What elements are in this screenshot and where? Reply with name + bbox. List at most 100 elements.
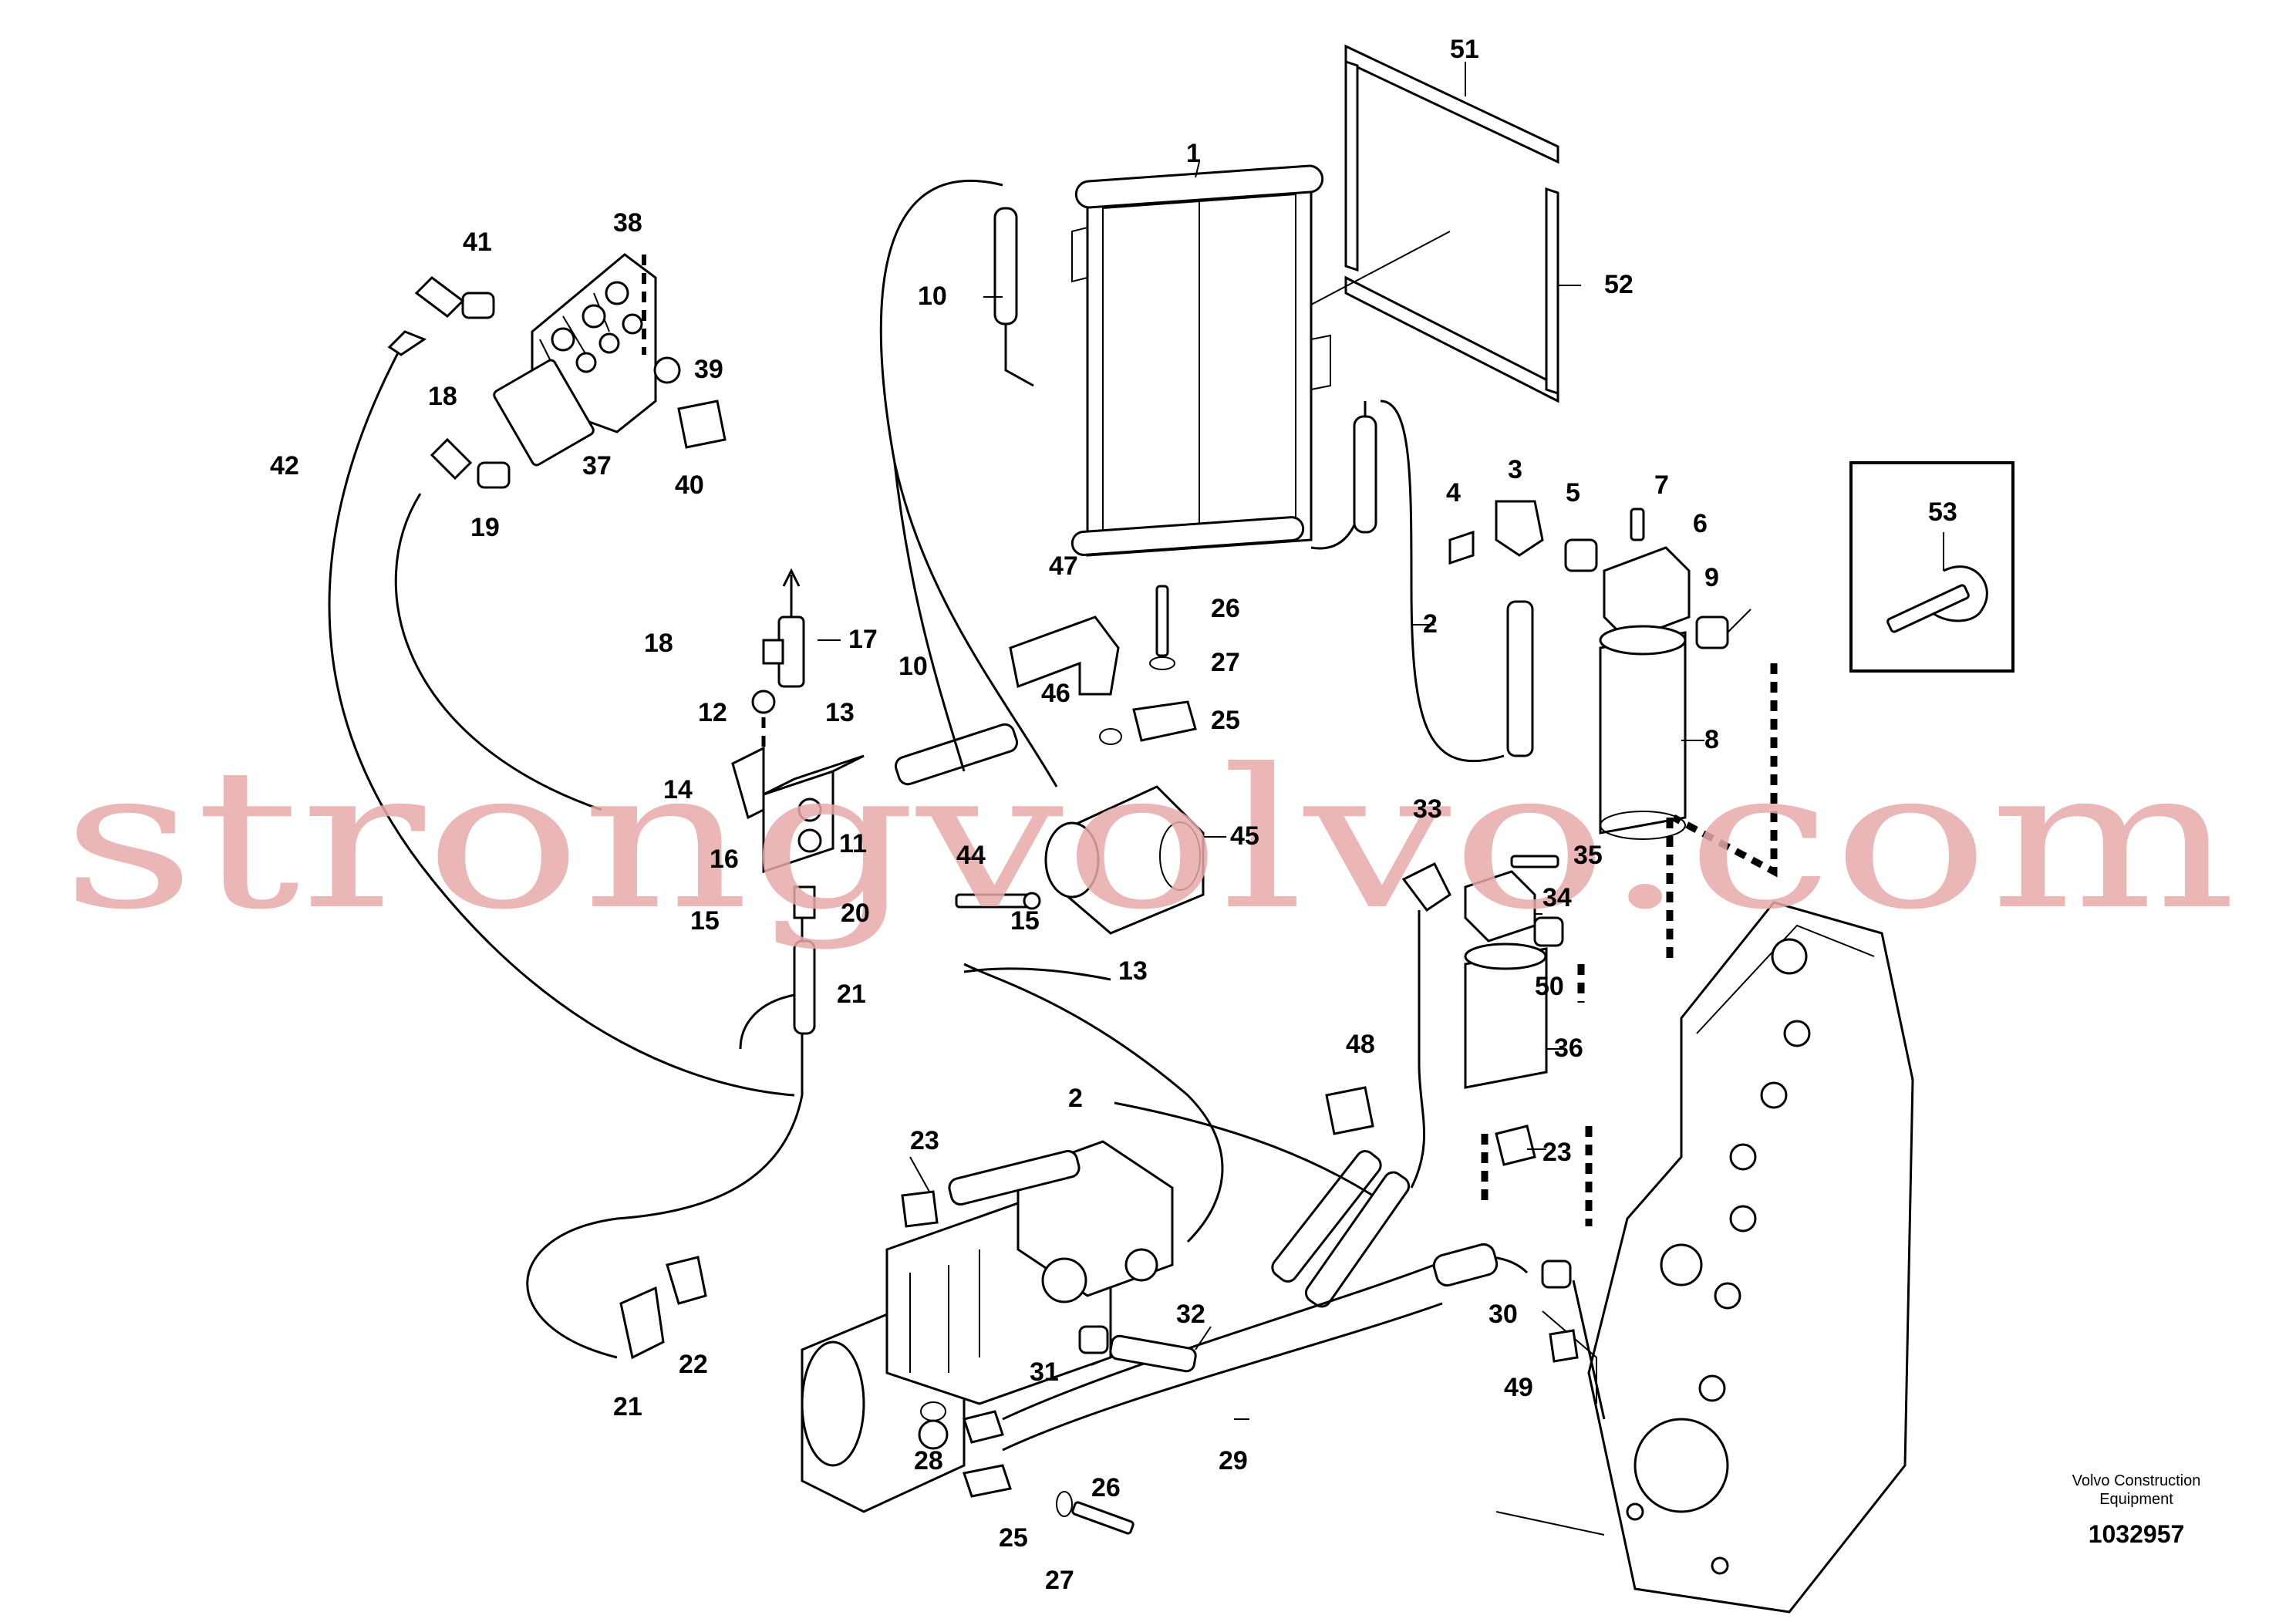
callout-36: 36 (1554, 1034, 1583, 1063)
flange-25-top (1132, 700, 1197, 742)
bracket-16 (731, 746, 765, 820)
footer: Volvo Construction Equipment 1032957 (2072, 1472, 2201, 1548)
fitting-31 (1078, 1325, 1109, 1354)
pipe-21 (793, 939, 816, 1035)
plug-40 (677, 400, 727, 449)
hose-2-end (1506, 600, 1534, 757)
callout-26-top: 26 (1211, 594, 1240, 623)
valve-block-11 (762, 754, 865, 874)
sensor-7 (1630, 508, 1645, 541)
pump-45 (1044, 785, 1205, 935)
hose-42 (328, 346, 795, 1097)
screw-12 (751, 690, 776, 714)
callout-labels: 1 2 3 4 5 6 7 8 9 10 10 11 12 13 13 14 1… (270, 35, 1957, 1595)
callout-37: 37 (582, 451, 612, 481)
hose-32 (1109, 1334, 1197, 1373)
filter-head-6 (1603, 546, 1691, 642)
callout-17: 17 (848, 625, 878, 654)
fitting-30 (1541, 1259, 1572, 1289)
tee-17 (762, 568, 805, 688)
callout-10-mid: 10 (899, 652, 928, 681)
callout-6: 6 (1693, 509, 1708, 538)
hose-2 (1380, 400, 1505, 763)
chassis-frame (1495, 901, 1914, 1614)
fitting-23-left (901, 1190, 939, 1228)
callout-27-top: 27 (1211, 648, 1240, 677)
callout-4: 4 (1446, 478, 1461, 508)
callout-7: 7 (1654, 470, 1669, 500)
callout-3: 3 (1508, 455, 1522, 484)
callout-5: 5 (1566, 478, 1580, 508)
callout-31: 31 (1030, 1357, 1059, 1387)
callout-45: 45 (1230, 821, 1259, 851)
callout-38: 38 (613, 208, 642, 238)
oring-28 (920, 1401, 946, 1421)
callout-51: 51 (1450, 35, 1479, 64)
callout-32: 32 (1176, 1300, 1205, 1329)
fitting-23-right (1495, 1125, 1536, 1166)
washer-27-bottom (1056, 1491, 1073, 1517)
frame-51 (1344, 44, 1559, 272)
fitting-20 (793, 885, 816, 919)
callout-20: 20 (841, 899, 870, 928)
fitting-39 (653, 356, 681, 384)
callout-13-upper: 13 (825, 698, 855, 727)
callout-52: 52 (1604, 270, 1633, 299)
fitting-19 (477, 461, 511, 489)
callout-25-bottom: 25 (999, 1523, 1028, 1553)
callout-9: 9 (1704, 563, 1719, 592)
filter-8 (1599, 625, 1687, 840)
callout-21-bottom: 21 (613, 1392, 642, 1421)
washer-27-top (1149, 656, 1175, 670)
elbow-48 (1325, 1086, 1374, 1135)
hose-10-mid (894, 723, 1019, 786)
callout-21-mid: 21 (837, 980, 866, 1009)
oring-46 (1099, 728, 1122, 745)
elbow-3 (1495, 500, 1544, 557)
callout-12: 12 (698, 698, 727, 727)
main-pump-unit (801, 1140, 1174, 1513)
callout-42: 42 (270, 451, 299, 481)
elbow-4 (1448, 530, 1475, 565)
fitting-5 (1564, 538, 1598, 572)
callout-19: 19 (470, 513, 500, 542)
hose-42-return (394, 493, 602, 811)
dashed-route-filter (1671, 663, 1778, 878)
detail-box-53 (1849, 461, 2014, 673)
pipe-10-right (1353, 415, 1377, 534)
callout-41: 41 (463, 228, 492, 257)
fitting-50 (1533, 916, 1564, 947)
flange-25-bottom (963, 1464, 1012, 1498)
maker-name-line1: Volvo Construction (2072, 1472, 2201, 1489)
radiator-1 (1070, 164, 1331, 557)
callout-18-lower: 18 (644, 629, 673, 658)
callout-22: 22 (679, 1350, 708, 1379)
callout-1: 1 (1186, 139, 1201, 168)
frame-52 (1344, 187, 1559, 403)
callout-2: 2 (1423, 609, 1438, 639)
callout-25-top: 25 (1211, 706, 1240, 735)
callout-15-right: 15 (1010, 906, 1040, 936)
elbow-47 (1009, 615, 1120, 696)
filter-36 (1464, 943, 1548, 1089)
callout-14: 14 (663, 775, 693, 804)
callout-29: 29 (1219, 1446, 1248, 1475)
callout-23-right: 23 (1542, 1138, 1572, 1167)
callout-27-bottom: 27 (1045, 1566, 1074, 1595)
callout-18-upper: 18 (428, 382, 457, 411)
callout-23-left: 23 (910, 1126, 939, 1155)
callout-11: 11 (839, 829, 867, 858)
callout-26-bottom: 26 (1091, 1473, 1121, 1502)
hose-24 (948, 1149, 1081, 1206)
callout-46: 46 (1041, 679, 1070, 708)
hose-end-29 (1432, 1243, 1499, 1287)
plug-49 (1549, 1329, 1579, 1363)
callout-49: 49 (1504, 1373, 1533, 1402)
callout-44: 44 (956, 841, 986, 870)
callout-35: 35 (1573, 841, 1603, 870)
screw-35 (1510, 855, 1559, 868)
callout-13-lower: 13 (1118, 956, 1148, 986)
fitting-9 (1695, 615, 1729, 649)
washer-15-right (1023, 892, 1041, 910)
callout-53: 53 (1928, 497, 1957, 527)
